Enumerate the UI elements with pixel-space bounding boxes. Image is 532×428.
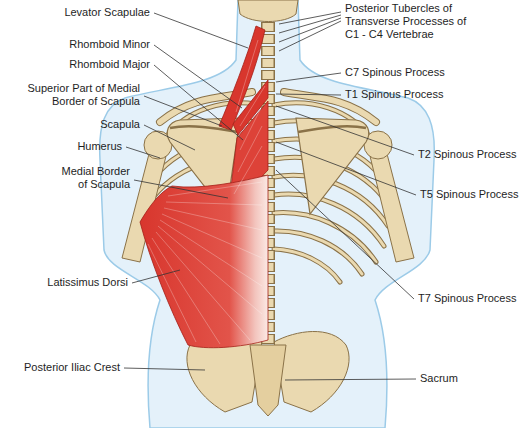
part-label: Medial Border of Scapula (50, 165, 130, 191)
muscles (140, 26, 268, 348)
part-label: Superior Part of Medial Border of Scapul… (8, 82, 140, 108)
muscle-fibres (148, 40, 265, 344)
part-label: Sacrum (420, 372, 528, 385)
part-label: T7 Spinous Process (418, 292, 530, 305)
part-label: Rhomboid Major (10, 58, 150, 71)
part-label: T2 Spinous Process (418, 148, 530, 161)
part-label: Posterior Tubercles of Transverse Proces… (345, 2, 480, 41)
part-label: T5 Spinous Process (420, 188, 530, 201)
skull-base (238, 0, 298, 22)
part-label: Latissimus Dorsi (8, 276, 128, 289)
part-label: Humerus (12, 140, 122, 153)
part-label: Rhomboid Minor (10, 38, 150, 51)
latissimus-dorsi (140, 175, 268, 348)
part-label: Scapula (20, 118, 140, 131)
part-label: Levator Scapulae (10, 6, 150, 19)
part-label: Posterior Iliac Crest (5, 361, 120, 374)
part-label: T1 Spinous Process (345, 88, 485, 101)
part-label: C7 Spinous Process (345, 66, 485, 79)
